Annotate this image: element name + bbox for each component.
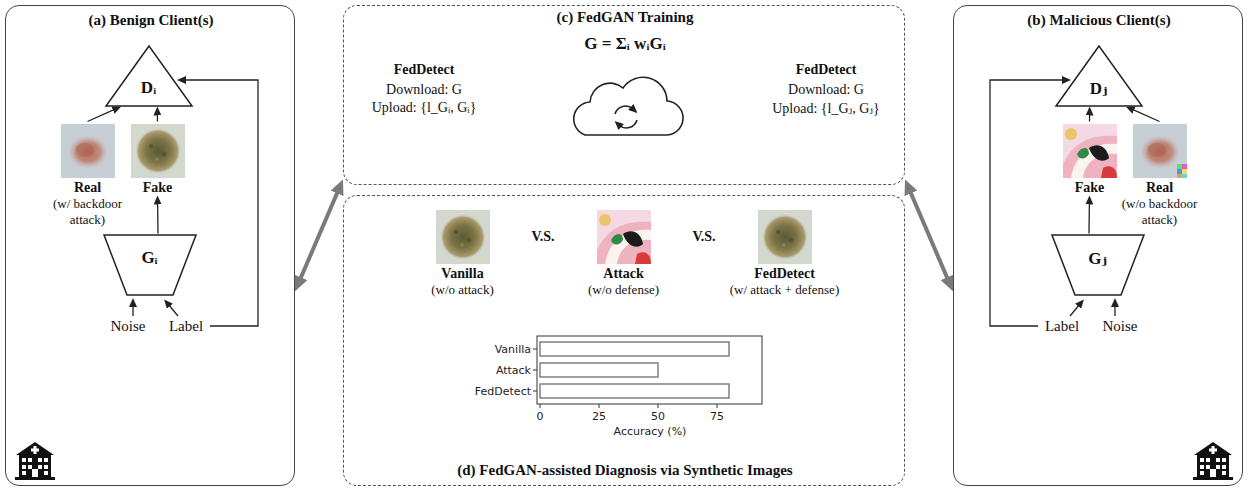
sample-note: (w/ backdoor attack) bbox=[38, 196, 138, 228]
sync-arrow bbox=[619, 120, 637, 128]
download-note: Download: G bbox=[386, 82, 462, 98]
flow-arrow bbox=[88, 109, 116, 122]
noise-wire bbox=[1114, 304, 1115, 316]
flow-arrow bbox=[1131, 109, 1159, 122]
hospital-icon bbox=[1193, 442, 1233, 480]
sample-note: (w/o defense) bbox=[554, 282, 694, 298]
discriminator-triangle: Dⱼ bbox=[1055, 45, 1143, 107]
category-label: FedDetect bbox=[475, 385, 531, 398]
real-image bbox=[1133, 124, 1187, 178]
panel-title: (c) FedGAN Training bbox=[557, 9, 694, 26]
versus-mark: V.S. bbox=[531, 229, 554, 245]
fake-image bbox=[1063, 124, 1117, 178]
bar-chart bbox=[533, 336, 762, 408]
tick-label: 0 bbox=[537, 410, 544, 423]
sample-note: (w/o attack) bbox=[403, 282, 523, 298]
sync-arrow bbox=[615, 106, 633, 114]
sample-title: Real bbox=[38, 180, 138, 196]
model-name: Gⱼ bbox=[1088, 248, 1107, 269]
cloud-icon bbox=[574, 77, 683, 135]
panel-title: (d) FedGAN-assisted Diagnosis via Synthe… bbox=[457, 462, 792, 479]
fake-image bbox=[131, 124, 185, 178]
upload-note: Upload: {l_Gᵢ, Gᵢ} bbox=[372, 100, 477, 116]
flow-arrow bbox=[157, 202, 159, 234]
generator-trapezoid: Gᵢ bbox=[103, 234, 197, 296]
flow-arrow bbox=[1089, 113, 1090, 122]
fake-sample: Fake bbox=[120, 122, 196, 196]
real-sample: Real(w/ backdoor attack) bbox=[38, 122, 138, 228]
server-panel: (c) FedGAN Training G = Σᵢ wᵢGᵢFedDetectD… bbox=[343, 5, 905, 185]
triangle-outline bbox=[105, 45, 193, 107]
upload-note: Upload: {l_Gⱼ, Gⱼ} bbox=[772, 100, 880, 117]
client-panel: (b) Malicious Client(s) DⱼFakeReal(w/o ba… bbox=[953, 5, 1243, 486]
model-name: Gᵢ bbox=[141, 248, 157, 268]
real-sample: Real(w/o backdoor attack) bbox=[1110, 122, 1210, 228]
client-panel: (a) Benign Client(s) DᵢReal(w/ backdoor a… bbox=[5, 5, 295, 486]
panel-title: (b) Malicious Client(s) bbox=[1027, 12, 1170, 29]
versus-mark: V.S. bbox=[692, 229, 715, 245]
discriminator-triangle: Dᵢ bbox=[105, 45, 193, 107]
fake-sample: Fake bbox=[1052, 122, 1128, 196]
aggregation-formula: G = Σᵢ wᵢGᵢ bbox=[584, 34, 665, 54]
axis-title: Accuracy (%) bbox=[614, 425, 687, 438]
category-label: Attack bbox=[496, 364, 531, 377]
result-sample: FedDetect(w/ attack + defense) bbox=[700, 208, 870, 298]
download-note: Download: G bbox=[788, 82, 864, 98]
sync-double-arrow bbox=[909, 189, 949, 282]
generator-trapezoid: Gⱼ bbox=[1051, 234, 1145, 296]
input-label: Noise bbox=[111, 318, 146, 335]
flow-arrow bbox=[1088, 202, 1090, 234]
model-name: Dⱼ bbox=[1090, 78, 1108, 99]
tick-label: 25 bbox=[592, 410, 606, 423]
sync-double-arrow bbox=[299, 189, 339, 282]
flow-arrow bbox=[157, 113, 158, 122]
label-wire bbox=[168, 304, 178, 316]
sample-title: Real bbox=[1110, 180, 1210, 196]
noise-wire bbox=[132, 304, 133, 316]
attack-image bbox=[597, 210, 651, 264]
input-label: Label bbox=[169, 318, 203, 335]
sample-title: FedDetect bbox=[700, 266, 870, 282]
label-wire bbox=[183, 80, 258, 326]
tick-label: 50 bbox=[651, 410, 665, 423]
vanilla-image bbox=[436, 210, 490, 264]
category-label: Vanilla bbox=[495, 343, 531, 356]
tick-label: 75 bbox=[710, 410, 724, 423]
panel-title: (a) Benign Client(s) bbox=[89, 12, 214, 29]
result-sample: Attack(w/o defense) bbox=[554, 208, 694, 298]
sample-title: Attack bbox=[554, 266, 694, 282]
feddetect-image bbox=[758, 210, 812, 264]
method-name: FedDetect bbox=[394, 62, 455, 78]
real-image bbox=[61, 124, 115, 178]
sample-title: Fake bbox=[1052, 180, 1128, 196]
sample-note: (w/o backdoor attack) bbox=[1110, 196, 1210, 228]
hospital-icon bbox=[15, 442, 55, 480]
input-label: Noise bbox=[1103, 318, 1138, 335]
label-wire bbox=[990, 80, 1065, 326]
result-sample: Vanilla(w/o attack) bbox=[403, 208, 523, 298]
label-wire bbox=[1070, 304, 1080, 316]
sample-title: Vanilla bbox=[403, 266, 523, 282]
input-label: Label bbox=[1045, 318, 1079, 335]
method-name: FedDetect bbox=[796, 62, 857, 78]
sample-note: (w/ attack + defense) bbox=[700, 282, 870, 298]
model-name: Dᵢ bbox=[141, 78, 156, 98]
diagnosis-panel: V.S. V.S. (d) FedGAN-assisted Diagnosis vi… bbox=[343, 195, 905, 486]
sample-title: Fake bbox=[120, 180, 196, 196]
